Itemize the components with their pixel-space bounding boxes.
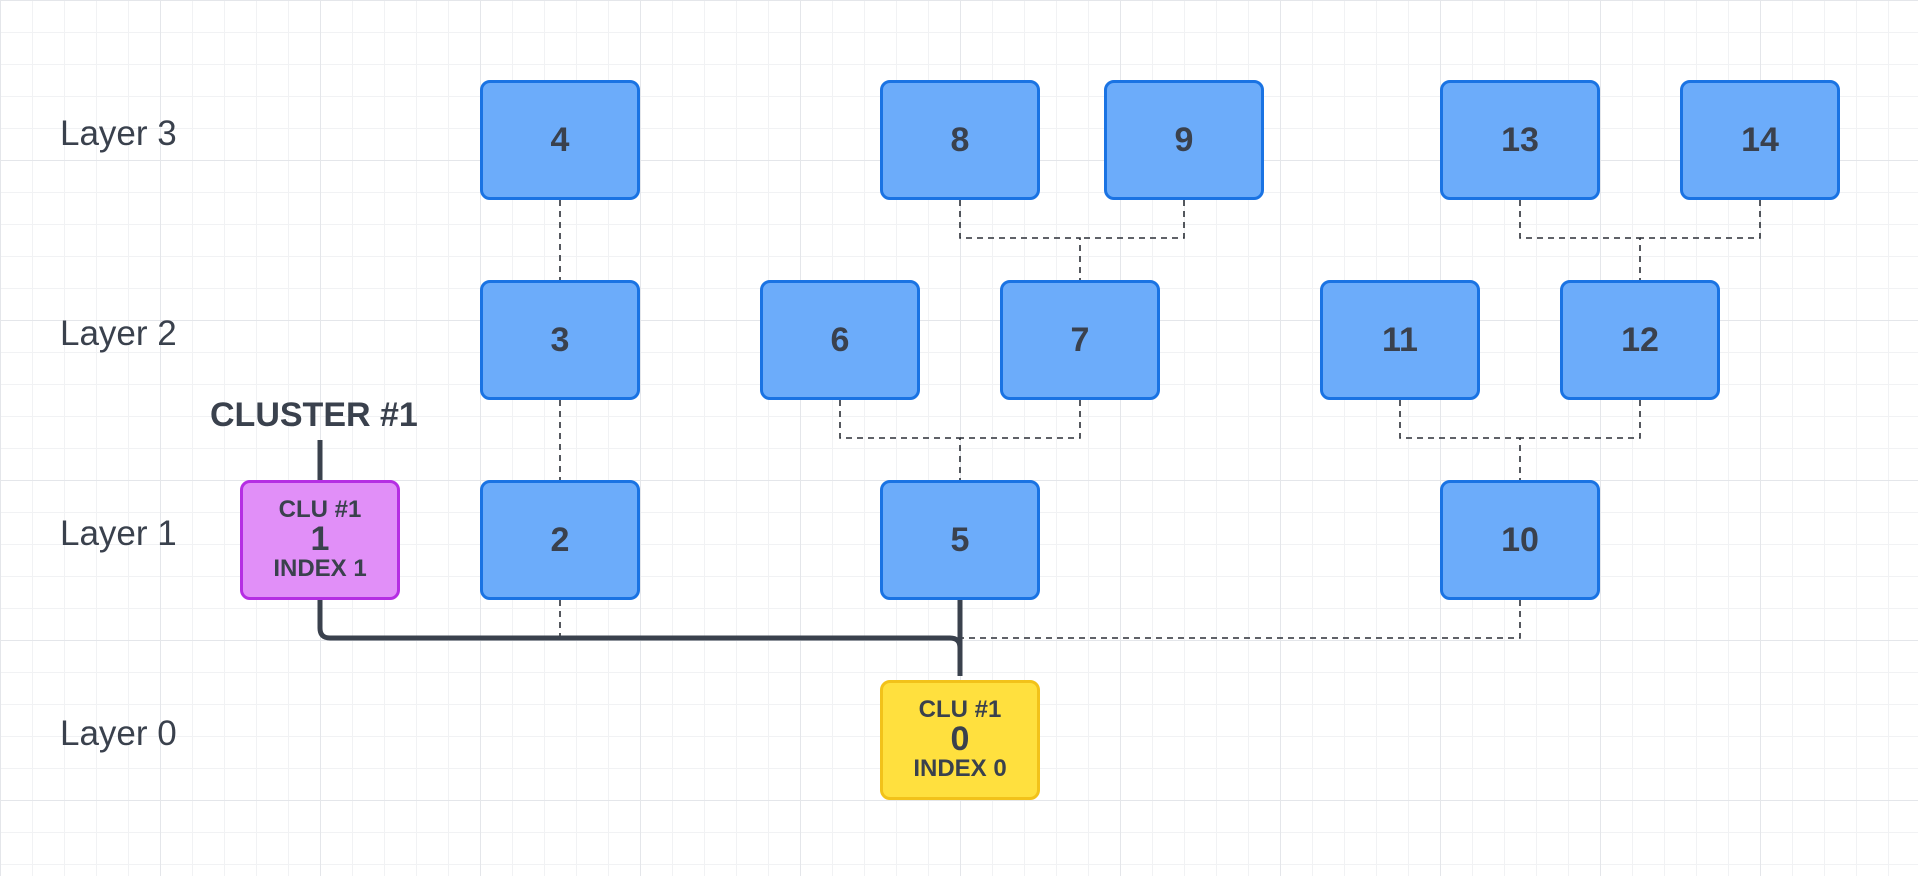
node-11[interactable]: 11	[1320, 280, 1480, 400]
layer-3-label: Layer 3	[60, 114, 177, 153]
connector-9-7	[1080, 200, 1185, 239]
cluster-node-index: INDEX 1	[273, 555, 367, 582]
cluster-title: CLUSTER #1	[210, 396, 418, 434]
node-2[interactable]: 2	[480, 480, 640, 600]
layer-2-label: Layer 2	[60, 314, 177, 353]
connector-8-7	[959, 200, 1081, 280]
node-13[interactable]: 13	[1440, 80, 1600, 200]
node-3[interactable]: 3	[480, 280, 640, 400]
node-9[interactable]: 9	[1104, 80, 1264, 200]
connector-10-0	[960, 600, 1521, 639]
connector-13-12	[1519, 200, 1641, 280]
connector-11-10	[1399, 400, 1521, 480]
connector-6-5	[839, 400, 961, 480]
connector-14-12	[1640, 200, 1761, 239]
node-6[interactable]: 6	[760, 280, 920, 400]
cluster-node-cluster-label: CLU #1	[278, 496, 362, 523]
layer-1-label: Layer 1	[60, 514, 177, 553]
layer-0-label: Layer 0	[60, 714, 177, 753]
node-14[interactable]: 14	[1680, 80, 1840, 200]
cluster-node-number: 1	[310, 520, 330, 558]
root-node-number: 0	[950, 720, 970, 758]
cluster-node-1[interactable]: CLU #1 1 INDEX 1	[240, 480, 400, 600]
connector-12-10	[1520, 400, 1641, 439]
node-8[interactable]: 8	[880, 80, 1040, 200]
cluster-link-1-0	[317, 600, 963, 676]
root-node-index: INDEX 0	[913, 755, 1007, 782]
node-7[interactable]: 7	[1000, 280, 1160, 400]
node-12[interactable]: 12	[1560, 280, 1720, 400]
connector-7-5	[960, 400, 1081, 439]
node-5[interactable]: 5	[880, 480, 1040, 600]
root-node-0[interactable]: CLU #1 0 INDEX 0	[880, 680, 1040, 800]
node-4[interactable]: 4	[480, 80, 640, 200]
root-node-cluster-label: CLU #1	[918, 696, 1002, 723]
node-10[interactable]: 10	[1440, 480, 1600, 600]
